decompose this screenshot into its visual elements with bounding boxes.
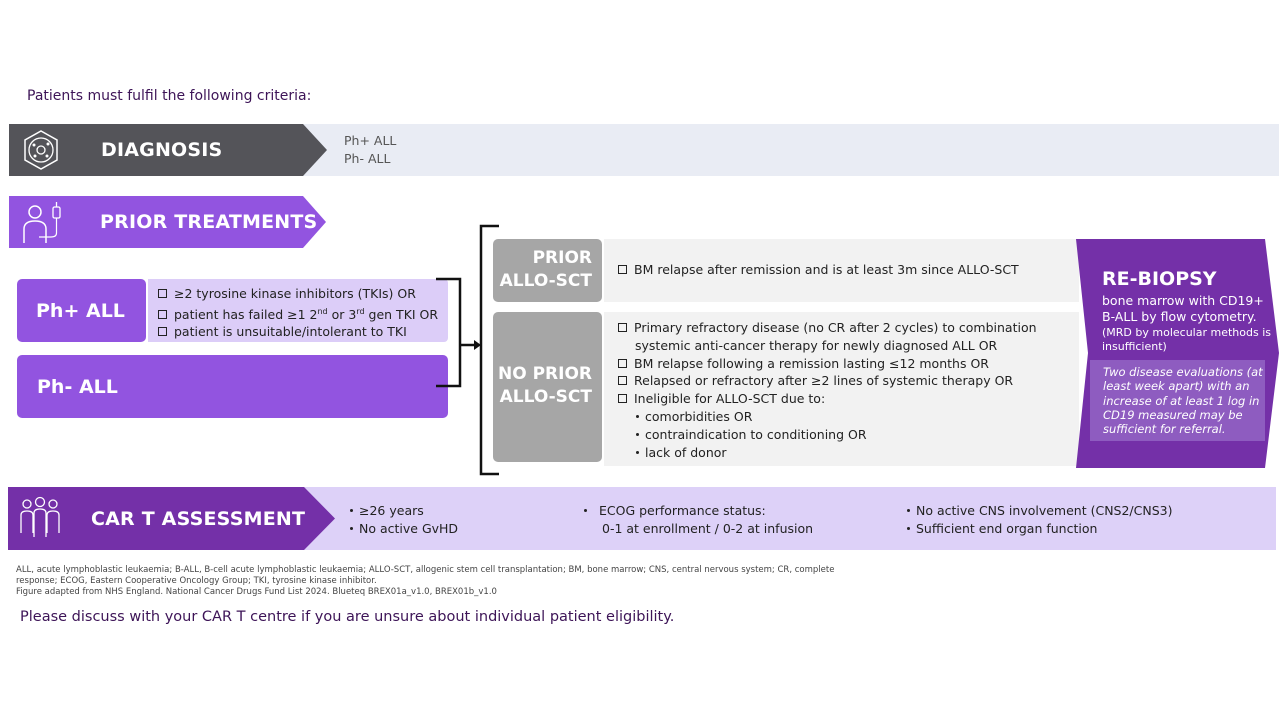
- prior-treatments-header: PRIOR TREATMENTS: [9, 196, 327, 248]
- no-prior-allo-sct-label: NO PRIOR ALLO-SCT: [493, 312, 602, 462]
- sub-item: comorbidities OR: [618, 408, 1079, 426]
- prior-treatments-title: PRIOR TREATMENTS: [100, 211, 318, 233]
- bullet-icon: [350, 526, 353, 530]
- rebiopsy-note: Two disease evaluations (at least week a…: [1090, 360, 1265, 441]
- list-item: No active CNS involvement (CNS2/CNS3): [907, 502, 1173, 520]
- patient-iv-icon: [23, 202, 61, 243]
- ph-plus-label: Ph+ ALL: [17, 279, 146, 342]
- list-item: patient is unsuitable/intolerant to TKI: [158, 323, 448, 341]
- list-item: ECOG performance status:: [584, 502, 813, 520]
- sub-item: contraindication to conditioning OR: [618, 426, 1079, 444]
- car-t-criteria-col2: ECOG performance status: 0-1 at enrollme…: [584, 502, 813, 537]
- rebiopsy-text: bone marrow with CD19+ B-ALL by flow cyt…: [1102, 293, 1264, 324]
- footnote: ALL, acute lymphoblastic leukaemia; B-AL…: [16, 565, 835, 597]
- list-item: Primary refractory disease (no CR after …: [618, 319, 1079, 337]
- intro-text: Patients must fulfil the following crite…: [27, 88, 312, 104]
- list-item: Sufficient end organ function: [907, 520, 1173, 538]
- prior-allo-sct-criteria: BM relapse after remission and is at lea…: [604, 239, 1079, 302]
- cell-icon: [24, 130, 58, 170]
- no-prior-allo-sct-criteria: Primary refractory disease (no CR after …: [604, 312, 1079, 466]
- checkbox-icon: [158, 309, 167, 319]
- sub-item: lack of donor: [618, 444, 1079, 462]
- connector-brackets: [436, 224, 499, 476]
- bullet-icon: [636, 414, 639, 418]
- checkbox-icon: [618, 376, 627, 386]
- diagnosis-arrow-shape: [9, 124, 327, 176]
- bullet-icon: [636, 432, 639, 436]
- list-item: ≥26 years: [350, 502, 458, 520]
- bullet-icon: [636, 450, 639, 454]
- diagnosis-item: Ph- ALL: [344, 151, 391, 166]
- diagnosis-title: DIAGNOSIS: [101, 139, 223, 161]
- checkbox-icon: [618, 323, 627, 332]
- list-item: No active GvHD: [350, 520, 458, 538]
- prior-allo-sct-label: PRIOR ALLO-SCT: [493, 239, 602, 302]
- diagnosis-items: Ph+ ALL Ph- ALL: [344, 132, 396, 168]
- car-t-title: CAR T ASSESSMENT: [91, 507, 306, 530]
- list-item: ≥2 tyrosine kinase inhibitors (TKIs) OR: [158, 285, 448, 303]
- checkbox-icon: [158, 289, 167, 298]
- ph-minus-label: Ph- ALL: [17, 355, 448, 418]
- closing-text: Please discuss with your CAR T centre if…: [20, 609, 675, 625]
- checkbox-icon: [618, 358, 627, 368]
- list-item: Relapsed or refractory after ≥2 lines of…: [618, 372, 1079, 390]
- bullet-icon: [907, 509, 910, 512]
- people-icon: [20, 496, 60, 537]
- list-item: BM relapse after remission and is at lea…: [618, 261, 1079, 279]
- diagnosis-item: Ph+ ALL: [344, 133, 397, 148]
- bullet-icon: [907, 526, 910, 530]
- checkbox-icon: [618, 265, 627, 274]
- prior-treatments-arrow-shape: [9, 196, 326, 248]
- car-t-criteria-col3: No active CNS involvement (CNS2/CNS3) Su…: [907, 502, 1173, 537]
- car-t-criteria-col1: ≥26 years No active GvHD: [350, 502, 458, 537]
- checkbox-icon: [158, 327, 167, 337]
- rebiopsy-note-small: (MRD by molecular methods is insufficien…: [1102, 326, 1271, 353]
- list-item: Ineligible for ALLO-SCT due to:: [618, 390, 1079, 408]
- rebiopsy-title: RE-BIOPSY: [1102, 268, 1217, 290]
- list-item: patient has failed ≥1 2nd or 3rd gen TKI…: [158, 303, 448, 324]
- ph-plus-criteria: ≥2 tyrosine kinase inhibitors (TKIs) OR …: [148, 279, 448, 342]
- list-item: BM relapse following a remission lasting…: [618, 355, 1079, 373]
- bullet-icon: [350, 509, 353, 512]
- car-t-header: CAR T ASSESSMENT: [8, 487, 338, 550]
- diagnosis-header: DIAGNOSIS: [9, 124, 329, 176]
- bullet-icon: [584, 509, 587, 512]
- car-t-arrow-shape: [8, 487, 335, 550]
- checkbox-icon: [618, 394, 627, 404]
